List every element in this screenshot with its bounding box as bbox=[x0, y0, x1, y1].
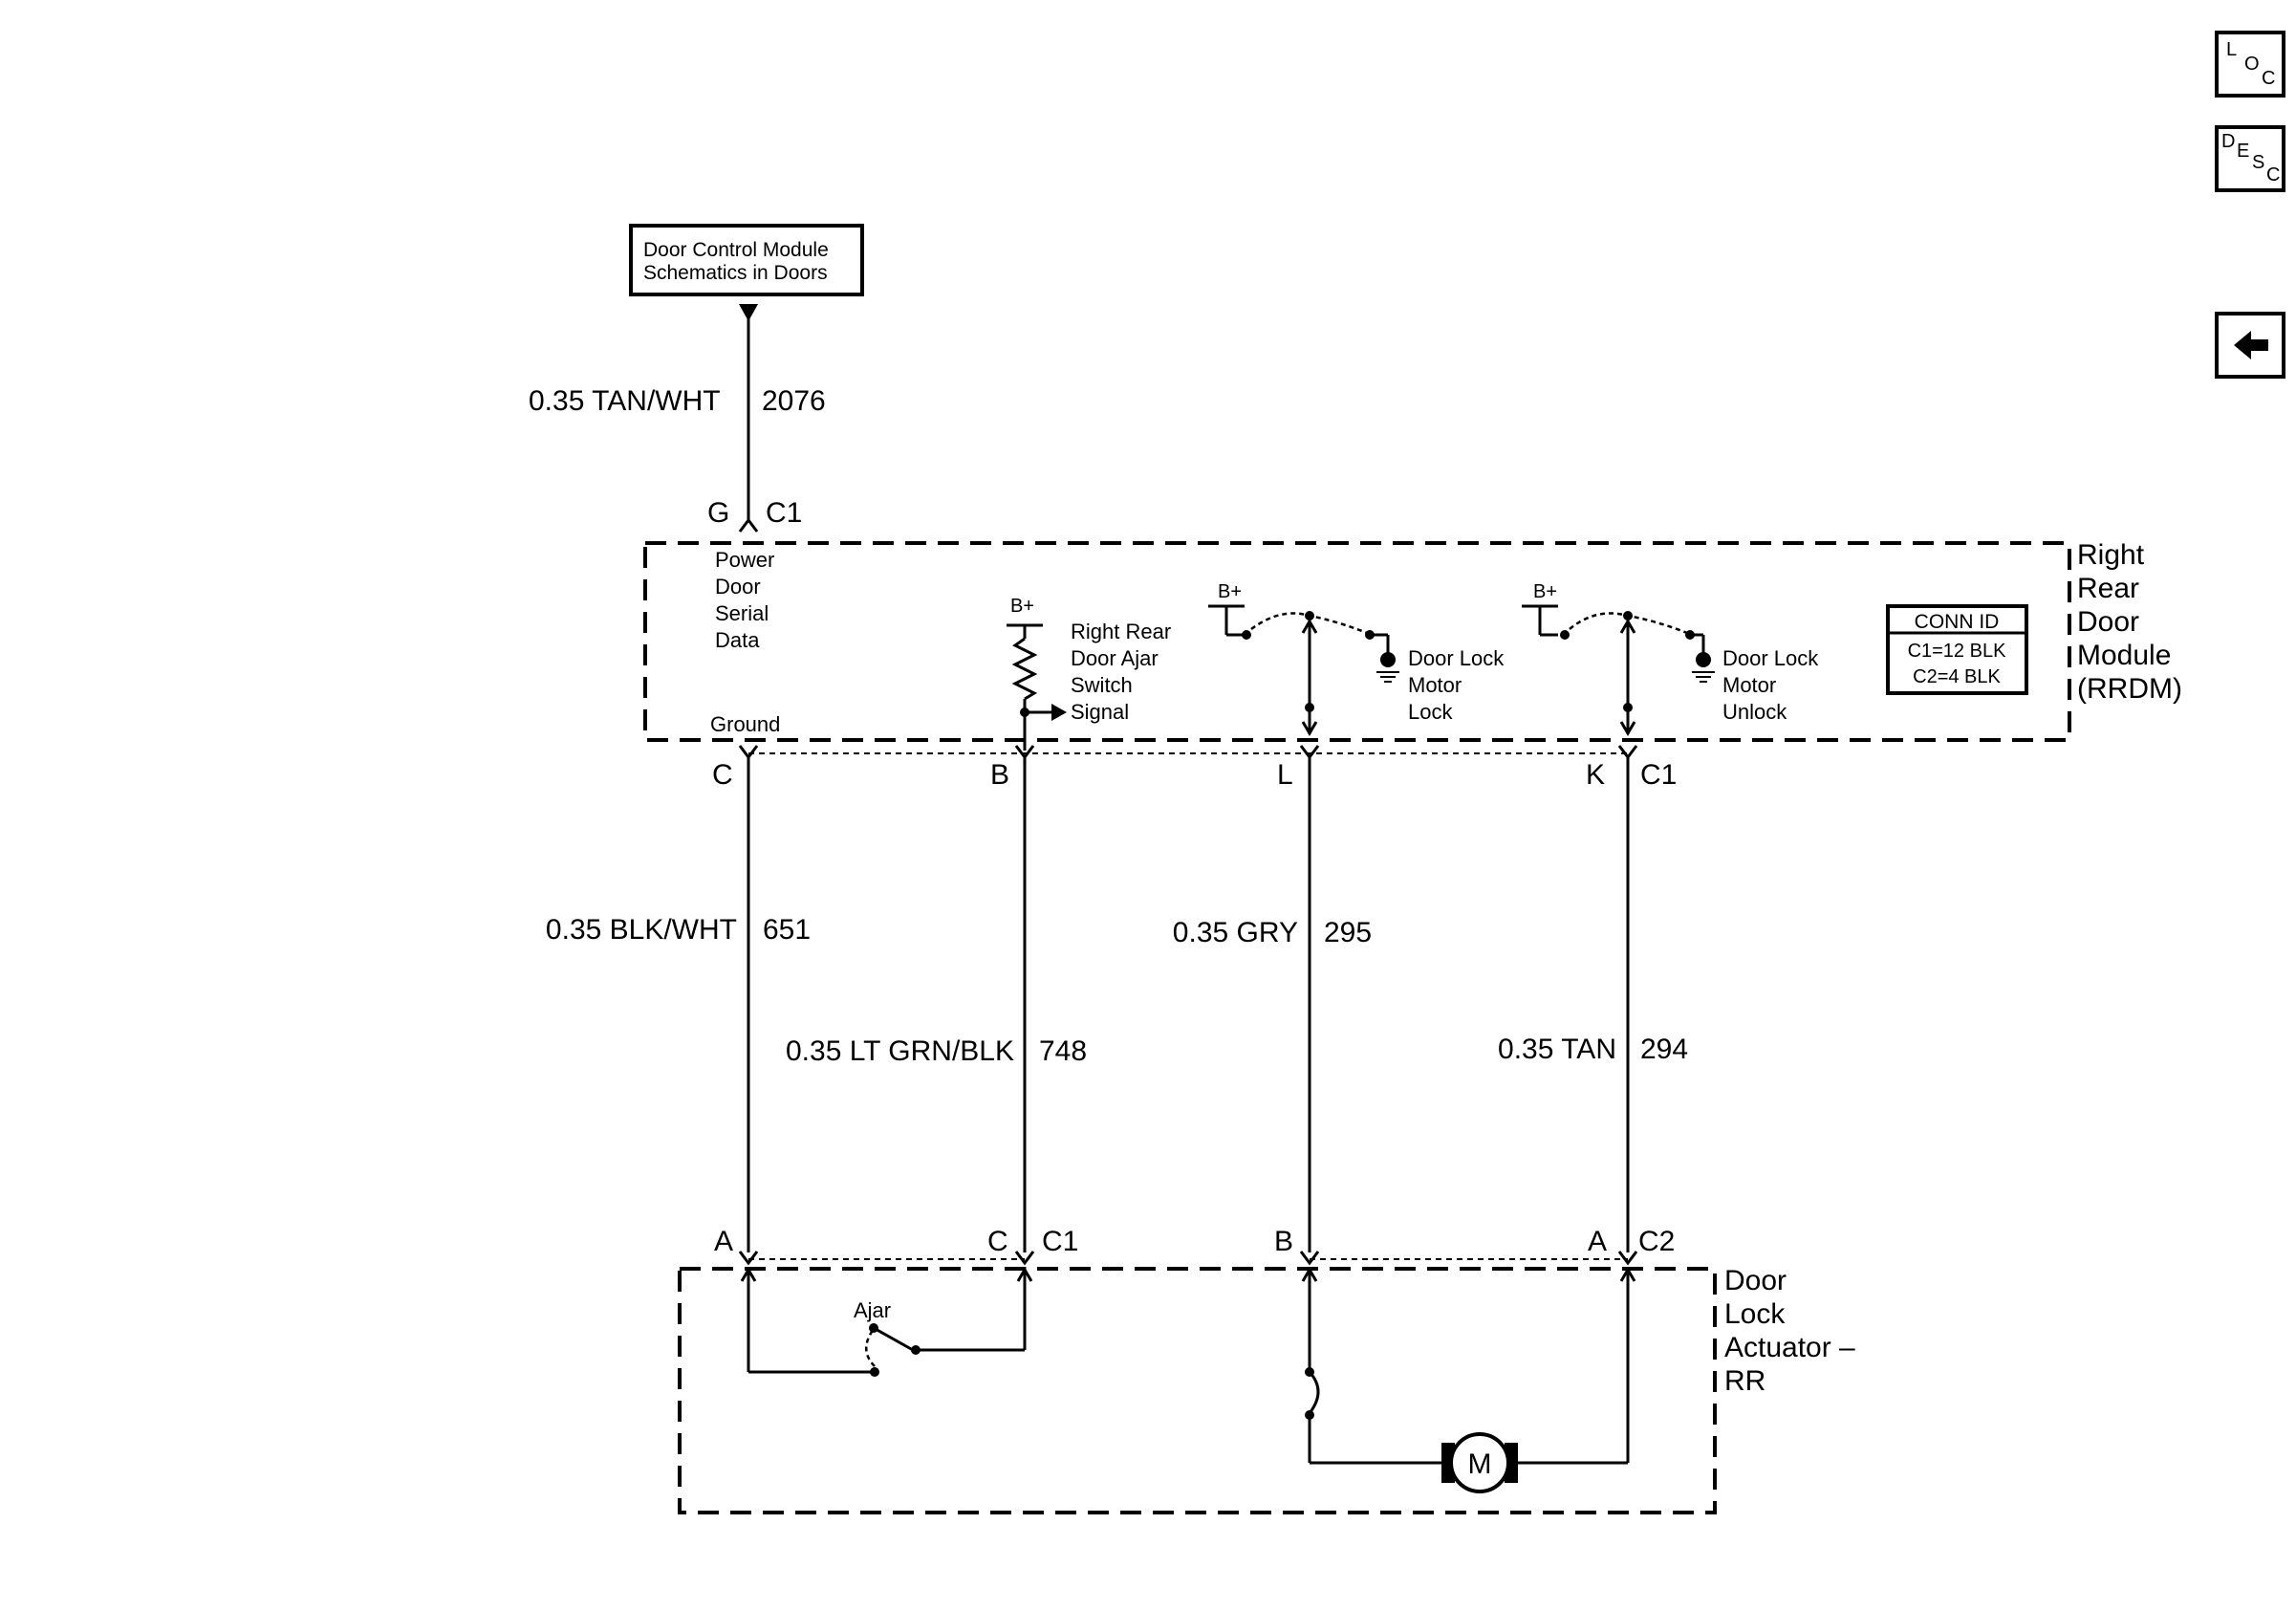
ajar-switch-label: Right Rear Door Ajar Switch Signal bbox=[1071, 620, 1171, 724]
svg-text:RR: RR bbox=[1724, 1365, 1765, 1397]
ajar-switch-signal-circuit bbox=[1007, 623, 1067, 751]
wire-295-label: 0.35 GRY bbox=[1173, 917, 1298, 948]
svg-text:Data: Data bbox=[715, 628, 760, 652]
motor-label: M bbox=[1468, 1448, 1492, 1480]
wire-294-circuit: 294 bbox=[1640, 1034, 1688, 1065]
ground-label: Ground bbox=[710, 712, 780, 736]
svg-text:Motor: Motor bbox=[1722, 673, 1776, 697]
ajar-label: Ajar bbox=[854, 1298, 891, 1322]
svg-text:Lock: Lock bbox=[1724, 1298, 1786, 1330]
actuator-pin-b: B bbox=[1274, 1226, 1293, 1257]
motor-icon: M bbox=[1441, 1432, 1518, 1493]
wire-2076 bbox=[738, 316, 759, 533]
wire-748-circuit: 748 bbox=[1039, 1035, 1087, 1067]
ajar-switch bbox=[740, 1267, 1033, 1377]
actuator-pin-c: C bbox=[987, 1226, 1008, 1257]
door-lock-motor-unlock-label: Door Lock Motor Unlock bbox=[1722, 646, 1819, 724]
svg-text:Power: Power bbox=[715, 548, 774, 572]
conn-id-table: CONN ID C1=12 BLK C2=4 BLK bbox=[1886, 604, 2028, 695]
svg-text:Serial: Serial bbox=[715, 601, 769, 625]
wire-651-circuit: 651 bbox=[763, 914, 811, 946]
svg-text:Door Ajar: Door Ajar bbox=[1071, 646, 1159, 670]
module-connector-pins bbox=[738, 745, 1638, 760]
door-lock-actuator-outline bbox=[678, 1267, 1717, 1514]
back-button[interactable] bbox=[2215, 312, 2285, 379]
svg-text:Unlock: Unlock bbox=[1722, 700, 1787, 724]
module-connector-c1-label: C1 bbox=[1640, 759, 1677, 791]
loc-button[interactable]: L O C bbox=[2215, 31, 2285, 98]
wire-294-label: 0.35 TAN bbox=[1498, 1034, 1616, 1065]
conn-id-c2: C2=4 BLK bbox=[1913, 666, 2001, 687]
svg-text:Door: Door bbox=[715, 575, 761, 599]
actuator-connector-pins bbox=[738, 1251, 1638, 1266]
continuation-triangle-icon bbox=[739, 304, 758, 321]
door-lock-motor-lock-label: Door Lock Motor Lock bbox=[1408, 646, 1505, 724]
wire-2076-circuit: 2076 bbox=[762, 385, 826, 417]
svg-text:Lock: Lock bbox=[1408, 700, 1453, 724]
lock-relay bbox=[1208, 604, 1399, 736]
actuator-connector-c2-label: C2 bbox=[1638, 1226, 1675, 1257]
module-pin-l: L bbox=[1277, 759, 1293, 791]
actuator-pin-a2: A bbox=[1588, 1226, 1607, 1257]
svg-text:Actuator –: Actuator – bbox=[1724, 1332, 1855, 1363]
conn-id-title: CONN ID bbox=[1915, 611, 2000, 633]
rrdm-module-outline bbox=[643, 541, 2071, 742]
conn-id-c1: C1=12 BLK bbox=[1908, 641, 2007, 662]
svg-text:Door Lock: Door Lock bbox=[1408, 646, 1505, 670]
svg-text:Door Lock: Door Lock bbox=[1722, 646, 1819, 670]
svg-text:Right: Right bbox=[2077, 539, 2145, 571]
actuator-connector-c1-label: C1 bbox=[1042, 1226, 1078, 1257]
door-control-module-reference-box[interactable]: Door Control Module Schematics in Doors bbox=[629, 224, 864, 296]
svg-text:Right Rear: Right Rear bbox=[1071, 620, 1171, 643]
motor-circuit bbox=[1301, 1267, 1636, 1465]
reference-box-line2: Schematics in Doors bbox=[643, 262, 828, 284]
door-lock-actuator-name: Door Lock Actuator – RR bbox=[1724, 1265, 1855, 1397]
unlock-relay bbox=[1522, 604, 1715, 736]
svg-text:Motor: Motor bbox=[1408, 673, 1462, 697]
module-pin-c: C bbox=[712, 759, 733, 791]
wire-651-label: 0.35 BLK/WHT bbox=[546, 914, 737, 946]
pin-g-label: G bbox=[707, 497, 729, 529]
wire-748-label: 0.35 LT GRN/BLK bbox=[786, 1035, 1014, 1067]
desc-button[interactable]: D E S C bbox=[2215, 125, 2285, 192]
connector-c1-top-label: C1 bbox=[766, 497, 802, 529]
power-door-serial-data-label: Power Door Serial Data bbox=[715, 548, 774, 652]
actuator-pin-a1: A bbox=[714, 1226, 733, 1257]
connector-pin-icon bbox=[738, 517, 759, 533]
svg-text:(RRDM): (RRDM) bbox=[2077, 673, 2182, 705]
wire-2076-label: 0.35 TAN/WHT bbox=[529, 385, 721, 417]
signal-arrow-icon bbox=[1051, 704, 1067, 721]
unlock-bplus-label: B+ bbox=[1533, 581, 1557, 602]
svg-text:Signal: Signal bbox=[1071, 700, 1129, 724]
module-pin-k: K bbox=[1586, 759, 1605, 791]
svg-text:Door: Door bbox=[1724, 1265, 1787, 1296]
module-pin-b: B bbox=[990, 759, 1009, 791]
reference-box-line1: Door Control Module bbox=[643, 239, 829, 261]
svg-text:Switch: Switch bbox=[1071, 673, 1133, 697]
ajar-bplus-label: B+ bbox=[1010, 596, 1034, 617]
left-arrow-icon bbox=[2234, 331, 2268, 359]
lock-bplus-label: B+ bbox=[1218, 581, 1242, 602]
resistor-icon bbox=[1011, 637, 1038, 701]
svg-text:Door: Door bbox=[2077, 606, 2139, 638]
svg-text:Rear: Rear bbox=[2077, 573, 2139, 604]
svg-text:Module: Module bbox=[2077, 640, 2171, 671]
wire-295-circuit: 295 bbox=[1324, 917, 1372, 948]
rrdm-name: Right Rear Door Module (RRDM) bbox=[2077, 539, 2182, 705]
